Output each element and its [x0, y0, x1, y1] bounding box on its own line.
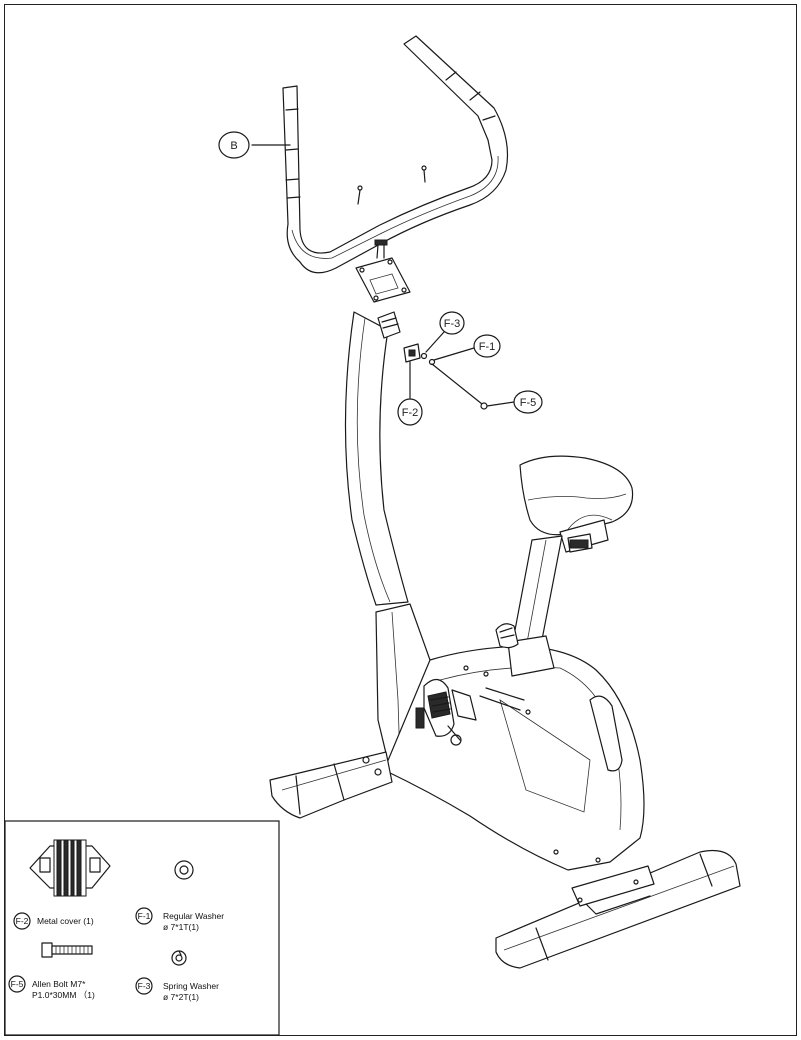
callout-regular-washer: F-1 [433, 334, 501, 361]
legend-code: F-3 [138, 981, 151, 991]
legend-item-metal-cover: F-2 Metal cover (1) [13, 912, 94, 930]
callout-label-f3: F-3 [444, 318, 461, 330]
metal-cover-illustration [29, 839, 111, 897]
spring-washer-illustration [171, 950, 187, 966]
callout-allen-bolt: F-5 [486, 390, 543, 414]
legend-item-spring-washer: F-3 Spring Washer ø 7*2T(1) [135, 977, 219, 1002]
upright-tube [344, 311, 409, 606]
callout-label-f1: F-1 [479, 341, 496, 353]
handlebar [282, 35, 509, 274]
legend-item-allen-bolt: F-5 Allen Bolt M7* P1.0*30MM （1) [8, 975, 95, 1000]
callout-label-f2: F-2 [402, 407, 419, 419]
allen-bolt-illustration [41, 942, 93, 958]
handlebar-mount [355, 239, 411, 303]
seat [519, 455, 634, 553]
legend-name: Spring Washer [163, 981, 219, 991]
legend-spec: ø 7*2T(1) [163, 992, 199, 1002]
callout-spring-washer: F-3 [425, 311, 465, 353]
legend-name: Regular Washer [163, 911, 224, 921]
callout-metal-cover: F-2 [397, 361, 423, 426]
legend-spec: P1.0*30MM （1) [32, 990, 95, 1000]
legend-name: Metal cover (1) [37, 916, 94, 926]
seat-post [511, 535, 563, 651]
legend-name: Allen Bolt M7* [32, 979, 86, 989]
front-stabilizer [269, 751, 393, 819]
rear-stabilizer [495, 849, 741, 969]
regular-washer-illustration [174, 860, 194, 880]
callout-handlebar: B [218, 131, 291, 159]
legend-code: F-1 [138, 911, 151, 921]
diagram-frame [4, 4, 797, 1036]
legend-code: F-2 [16, 916, 29, 926]
legend-item-regular-washer: F-1 Regular Washer ø 7*1T(1) [135, 907, 224, 932]
hardware-parts [403, 343, 488, 410]
callout-label-b: B [230, 140, 237, 152]
main-frame [375, 603, 645, 871]
legend-spec: ø 7*1T(1) [163, 922, 199, 932]
parts-legend: F-2 Metal cover (1) F-1 Regular Washer ø… [4, 820, 280, 1036]
callout-label-f5: F-5 [520, 397, 537, 409]
legend-code: F-5 [11, 979, 24, 989]
